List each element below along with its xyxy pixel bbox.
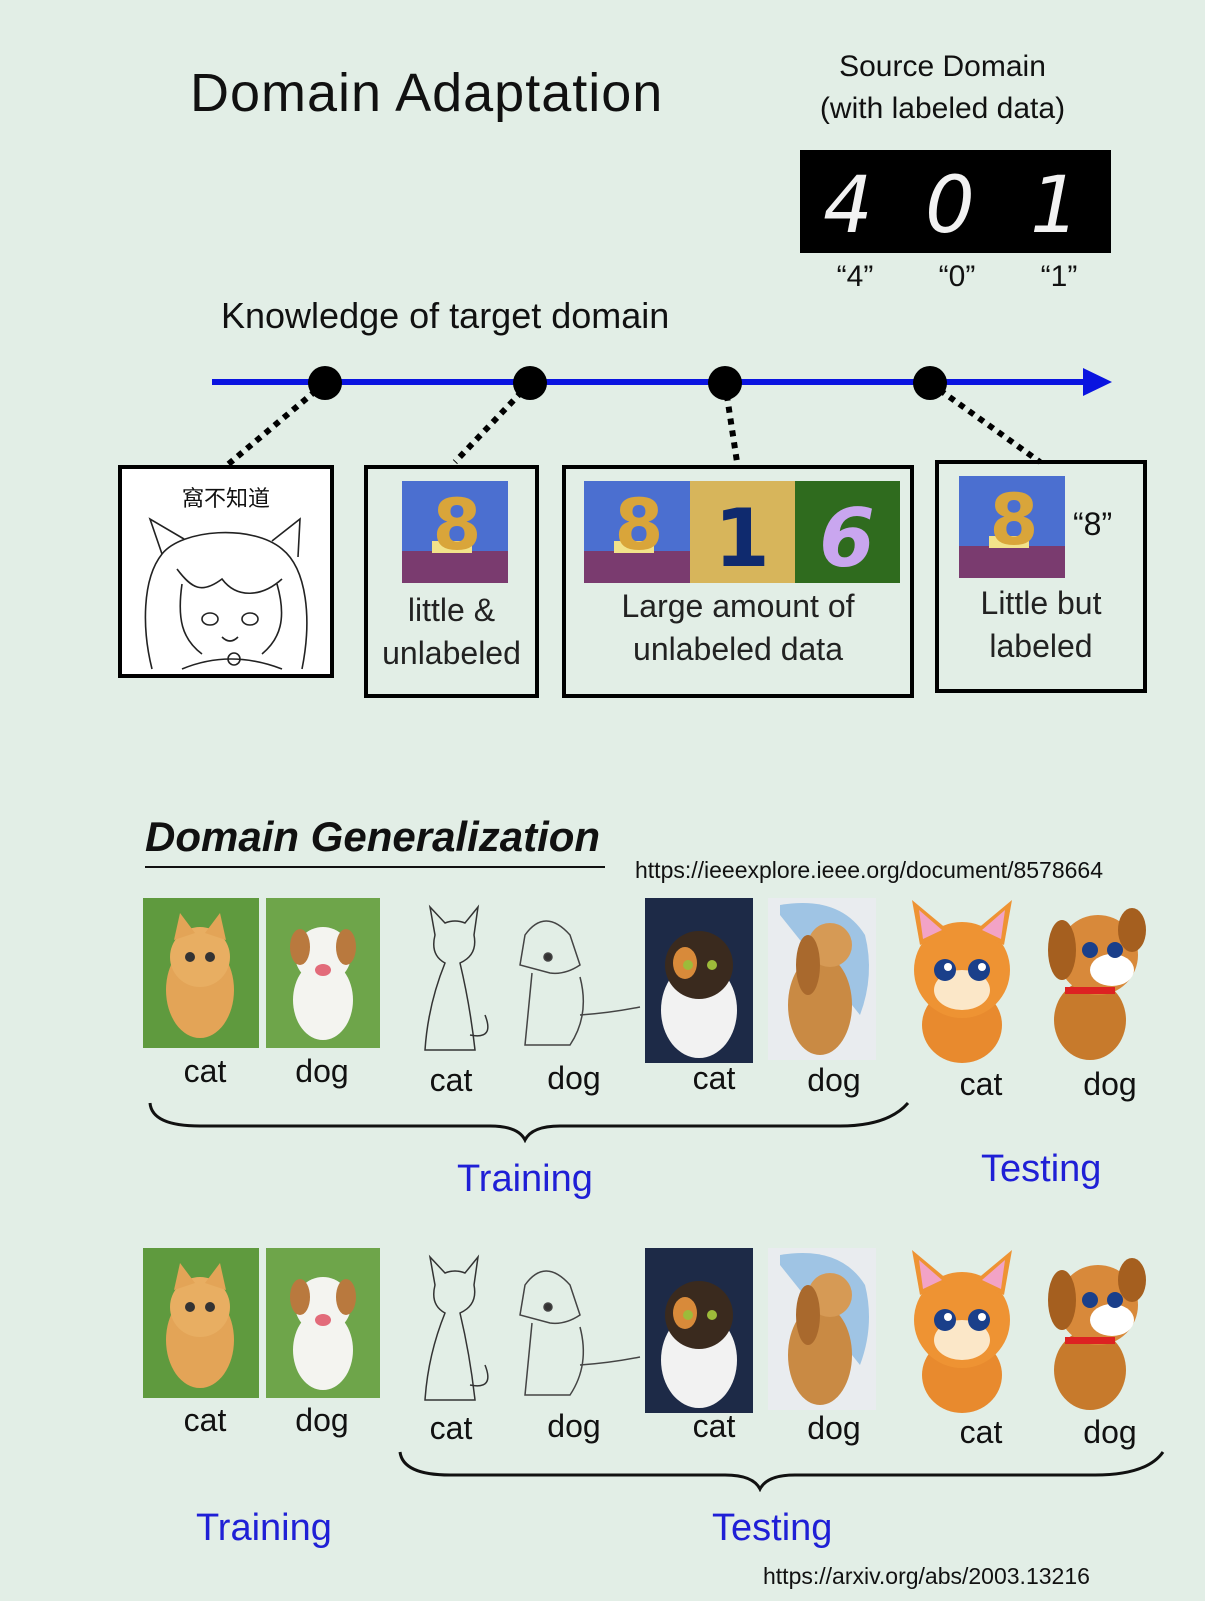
svhn-digit-8: 8 xyxy=(433,484,482,566)
unknown-caption: 窩不知道 xyxy=(181,487,270,512)
cartoon-dog-image-2 xyxy=(1048,1258,1146,1410)
label-sketch-dog-2: dog xyxy=(547,1408,601,1444)
source-label-0: “0” xyxy=(938,260,976,293)
label-cartoon-cat-2: cat xyxy=(959,1414,1003,1450)
cartoon-cat-image-2 xyxy=(912,1250,1012,1413)
svhn-digit-8-thumbnail: 8 xyxy=(402,481,508,583)
source-domain-title: Source Domain (with labeled data) xyxy=(800,46,1085,130)
source-label-4: “4” xyxy=(836,260,874,293)
source-domain-line1: Source Domain xyxy=(839,50,1046,83)
label-painting-cat-2: cat xyxy=(692,1408,736,1444)
training-brace-row-1 xyxy=(148,1101,910,1143)
reference-url-top[interactable]: https://ieeexplore.ieee.org/document/857… xyxy=(635,857,1103,883)
label-photo-dog: dog xyxy=(295,1053,349,1089)
photo-cat-image xyxy=(143,898,259,1048)
little-labeled-line1: Little but xyxy=(980,585,1102,621)
axis-point-4 xyxy=(913,366,947,400)
sketch-cat-image-2 xyxy=(424,1254,489,1401)
label-painting-cat: cat xyxy=(692,1060,736,1096)
unknown-target-box: 窩不知道 xyxy=(118,465,334,678)
domain-images-row-1 xyxy=(143,898,1146,1063)
sketch-dog-image-2 xyxy=(519,1270,641,1396)
label-photo-cat: cat xyxy=(183,1053,227,1089)
large-unlabeled-text: Large amount of unlabeled data xyxy=(566,585,910,671)
little-unlabeled-line1: little & xyxy=(407,592,496,628)
axis-arrowhead xyxy=(1083,368,1112,396)
large-unlabeled-box: 8 1 6 Large amount of unlabeled data xyxy=(562,465,914,698)
svhn-digit-8-labeled-thumbnail: 8 xyxy=(959,476,1065,578)
label-cartoon-dog: dog xyxy=(1083,1066,1137,1102)
training-label-row-1: Training xyxy=(457,1158,593,1200)
source-domain-line2: (with labeled data) xyxy=(819,92,1066,125)
label-sketch-dog: dog xyxy=(547,1060,601,1096)
painting-cat-image xyxy=(645,898,753,1063)
little-labeled-tag: “8” xyxy=(1073,506,1113,542)
label-painting-dog: dog xyxy=(807,1062,861,1098)
training-label-row-2: Training xyxy=(196,1507,332,1549)
cartoon-dog-image xyxy=(1048,908,1146,1060)
photo-cat-image-2 xyxy=(143,1248,259,1398)
cartoon-cat-image xyxy=(912,900,1012,1063)
section-underline xyxy=(145,866,605,868)
label-photo-dog-2: dog xyxy=(295,1402,349,1438)
svhn-strip-digit-1: 1 xyxy=(714,492,770,583)
mnist-digit-4: 4 xyxy=(823,161,873,251)
label-cartoon-cat: cat xyxy=(959,1066,1003,1102)
sketch-cat-image xyxy=(424,904,489,1051)
svhn-strip-digit-6: 6 xyxy=(819,492,875,583)
label-painting-dog-2: dog xyxy=(807,1410,861,1446)
reference-url-bottom[interactable]: https://arxiv.org/abs/2003.13216 xyxy=(763,1563,1090,1589)
testing-label-row-2: Testing xyxy=(712,1507,833,1549)
large-unlabeled-line2: unlabeled data xyxy=(633,631,843,667)
label-photo-cat-2: cat xyxy=(183,1402,227,1438)
axis-point-2 xyxy=(513,366,547,400)
little-labeled-text: Little but labeled xyxy=(939,582,1143,668)
photo-dog-image xyxy=(266,898,380,1048)
little-unlabeled-text: little & unlabeled xyxy=(368,589,535,675)
painting-cat-image-2 xyxy=(645,1248,753,1413)
testing-brace-row-2 xyxy=(398,1451,1165,1492)
photo-dog-image-2 xyxy=(266,1248,380,1398)
page-title: Domain Adaptation xyxy=(190,63,664,123)
testing-label-row-1: Testing xyxy=(981,1148,1102,1190)
svhn-thumbnails-strip: 8 1 6 xyxy=(584,481,900,583)
svhn-strip-digit-8: 8 xyxy=(615,484,664,566)
svhn-labeled-digit-8: 8 xyxy=(990,479,1039,561)
domain-generalization-title: Domain Generalization xyxy=(145,813,601,860)
label-sketch-cat-2: cat xyxy=(429,1410,473,1446)
axis-point-1 xyxy=(308,366,342,400)
painting-dog-image xyxy=(768,898,876,1060)
little-unlabeled-box: 8 little & unlabeled xyxy=(364,465,539,698)
knowledge-axis-label: Knowledge of target domain xyxy=(221,295,670,336)
domain-images-row-2 xyxy=(143,1248,1146,1413)
large-unlabeled-line1: Large amount of xyxy=(621,588,855,624)
sketch-dog-image xyxy=(519,920,641,1046)
little-labeled-line2: labeled xyxy=(989,628,1093,664)
label-cartoon-dog-2: dog xyxy=(1083,1414,1137,1450)
mnist-digit-0: 0 xyxy=(925,161,975,251)
painting-dog-image-2 xyxy=(768,1248,876,1410)
mnist-digits-image: 4 0 1 xyxy=(800,150,1111,253)
knowledge-axis xyxy=(212,366,1112,470)
little-unlabeled-line2: unlabeled xyxy=(382,635,521,671)
anime-cat-girl-sketch xyxy=(144,517,308,670)
little-labeled-box: 8 “8” Little but labeled xyxy=(935,460,1147,693)
mnist-digit-1: 1 xyxy=(1030,161,1080,251)
axis-point-3 xyxy=(708,366,742,400)
source-label-1: “1” xyxy=(1040,260,1078,293)
label-sketch-cat: cat xyxy=(429,1062,473,1098)
